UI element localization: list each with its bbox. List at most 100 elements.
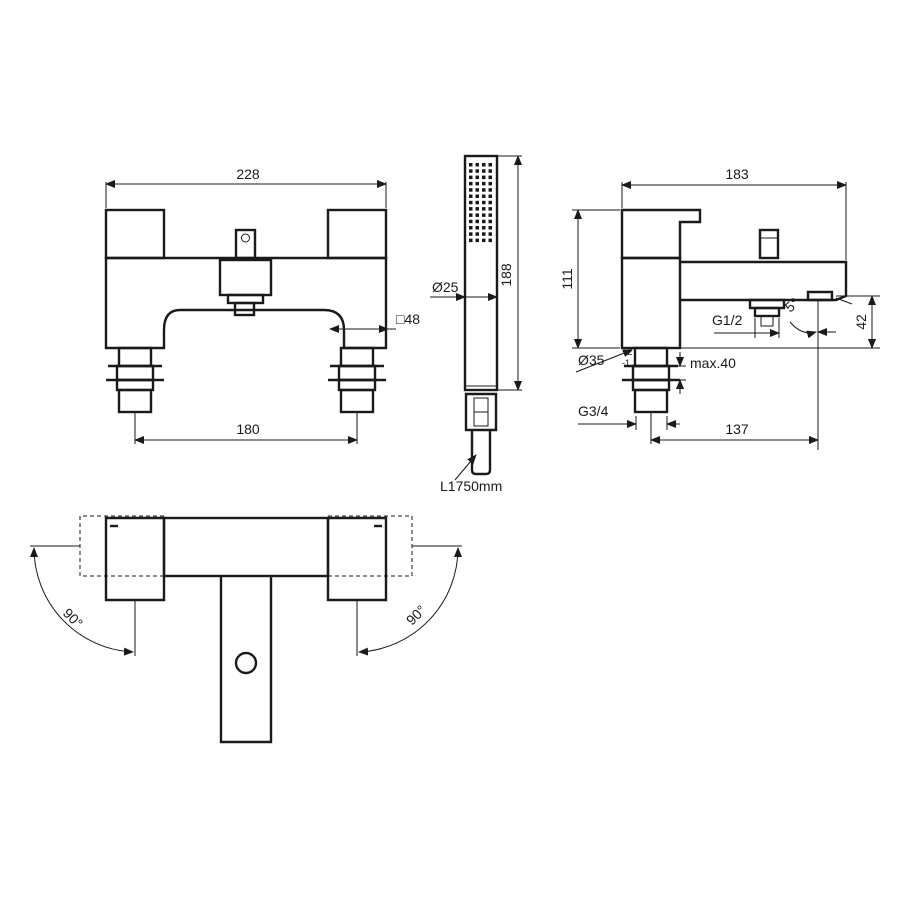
front-diverter-nut bbox=[226, 293, 265, 305]
top-right-handle bbox=[326, 516, 388, 602]
nozzle-dot bbox=[482, 226, 486, 230]
dim-111-label: 111 bbox=[559, 268, 575, 289]
nozzle-dot bbox=[469, 175, 473, 180]
hose-leader bbox=[454, 454, 477, 481]
nozzle-dot bbox=[482, 238, 486, 243]
nozzle-dot bbox=[475, 188, 479, 192]
dim-42-label: 42 bbox=[853, 314, 869, 330]
handshower-hose bbox=[470, 430, 492, 476]
nozzle-dot bbox=[482, 169, 486, 173]
nozzle-dot bbox=[482, 207, 486, 211]
front-left-handle bbox=[104, 208, 166, 260]
top-left-handle-rotated bbox=[79, 515, 164, 577]
nozzle-dot bbox=[469, 200, 473, 205]
nozzle-dot bbox=[488, 181, 492, 186]
nozzle-dot bbox=[475, 169, 479, 173]
front-view: 228 180 □48 bbox=[104, 166, 420, 444]
nozzle-dot bbox=[475, 181, 479, 186]
front-diverter-housing bbox=[218, 258, 273, 297]
nozzle-dot bbox=[475, 163, 479, 167]
nozzle-dot bbox=[488, 219, 492, 224]
rotation-left-arc bbox=[29, 547, 134, 656]
dim-g12-label: G1/2 bbox=[712, 312, 743, 328]
nozzle-dot bbox=[469, 181, 473, 186]
nozzle-dot bbox=[469, 194, 473, 198]
nozzle-dot bbox=[488, 226, 492, 230]
nozzle-dot bbox=[482, 175, 486, 180]
front-left-leg bbox=[106, 346, 164, 414]
side-spout bbox=[680, 260, 848, 302]
nozzle-dot bbox=[482, 219, 486, 224]
nozzle-dot bbox=[475, 213, 479, 217]
dim-35-tol-upper: +2 bbox=[622, 347, 632, 357]
nozzle-dot bbox=[482, 200, 486, 205]
nozzle-dot bbox=[475, 219, 479, 224]
nozzle-dot bbox=[488, 169, 492, 173]
top-right-handle-rotated bbox=[328, 515, 413, 577]
side-view: 183 111 42 G1/2 5° Ø35 +2 -1 max.40 bbox=[559, 166, 880, 450]
dim-max40-label: max.40 bbox=[690, 355, 736, 371]
nozzle-dot bbox=[475, 194, 479, 198]
dim-35-label: Ø35 bbox=[578, 352, 605, 368]
nozzle-dot bbox=[488, 213, 492, 217]
front-diverter-hole bbox=[241, 233, 250, 243]
side-aerator bbox=[806, 290, 834, 302]
nozzle-dot bbox=[475, 207, 479, 211]
front-diverter-knob bbox=[234, 228, 257, 260]
nozzle-dot bbox=[469, 238, 473, 243]
nozzle-dot bbox=[469, 219, 473, 224]
side-diverter-knob bbox=[758, 228, 780, 260]
nozzle-dot bbox=[482, 213, 486, 217]
rotation-left-label: 90° bbox=[60, 605, 86, 631]
nozzle-dot bbox=[488, 200, 492, 205]
top-left-handle bbox=[104, 516, 166, 602]
handshower-nozzles bbox=[469, 163, 492, 243]
dim-180-label: 180 bbox=[236, 421, 260, 437]
nozzle-dot bbox=[488, 232, 492, 236]
handshower-connector bbox=[464, 392, 498, 432]
side-handle bbox=[620, 208, 702, 260]
nozzle-dot bbox=[469, 188, 473, 192]
front-hose-outlet bbox=[233, 301, 256, 317]
top-body bbox=[162, 516, 330, 578]
nozzle-dot bbox=[469, 213, 473, 217]
nozzle-dot bbox=[469, 207, 473, 211]
nozzle-dot bbox=[469, 226, 473, 230]
nozzle-dot bbox=[488, 163, 492, 167]
nozzle-dot bbox=[488, 238, 492, 243]
front-right-leg bbox=[328, 346, 386, 414]
top-diverter bbox=[234, 651, 258, 675]
dim-35-line bbox=[575, 349, 633, 373]
dim-48-label: □48 bbox=[396, 311, 420, 327]
nozzle-dot bbox=[475, 200, 479, 205]
nozzle-dot bbox=[482, 194, 486, 198]
nozzle-dot bbox=[488, 207, 492, 211]
top-view: 90° 90° bbox=[29, 515, 463, 744]
nozzle-dot bbox=[475, 175, 479, 180]
dim-137-label: 137 bbox=[725, 421, 749, 437]
nozzle-dot bbox=[488, 194, 492, 198]
nozzle-dot bbox=[482, 163, 486, 167]
dim-228-label: 228 bbox=[236, 166, 260, 182]
dim-5deg-label: 5° bbox=[782, 294, 803, 315]
handshower-view: Ø25 188 L1750mm bbox=[430, 154, 522, 494]
nozzle-dot bbox=[482, 181, 486, 186]
dim-183-label: 183 bbox=[725, 166, 749, 182]
nozzle-dot bbox=[482, 188, 486, 192]
side-body bbox=[620, 256, 682, 350]
hose-length-label: L1750mm bbox=[440, 478, 502, 494]
nozzle-dot bbox=[482, 232, 486, 236]
nozzle-dot bbox=[475, 226, 479, 230]
nozzle-dot bbox=[469, 232, 473, 236]
front-right-handle bbox=[326, 208, 388, 260]
nozzle-dot bbox=[469, 163, 473, 167]
nozzle-dot bbox=[469, 169, 473, 173]
handshower-head bbox=[463, 154, 499, 392]
rotation-right-arc bbox=[358, 547, 463, 656]
dim-25-label: Ø25 bbox=[432, 279, 459, 295]
nozzle-dot bbox=[488, 175, 492, 180]
dim-g34-label: G3/4 bbox=[578, 403, 609, 419]
nozzle-dot bbox=[475, 238, 479, 243]
nozzle-dot bbox=[475, 232, 479, 236]
